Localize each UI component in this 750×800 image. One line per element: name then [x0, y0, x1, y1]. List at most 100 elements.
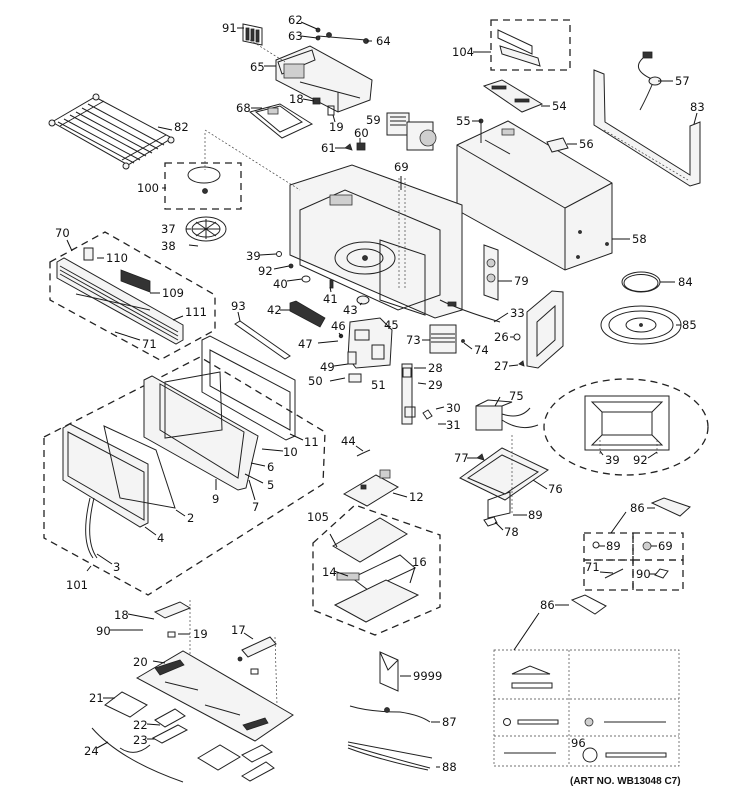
callout-76[interactable]: 76	[548, 482, 563, 496]
callout-16[interactable]: 16	[412, 555, 427, 569]
callout-12[interactable]: 12	[409, 490, 424, 504]
callout-88[interactable]: 88	[442, 760, 457, 774]
wire-harness-parts-87-88[interactable]	[347, 705, 433, 771]
callout-79[interactable]: 79	[514, 274, 529, 288]
magnetron-part-73[interactable]	[429, 324, 465, 354]
side-panel-parts-26-27[interactable]	[513, 290, 564, 369]
callout-89-base[interactable]: 89	[528, 508, 543, 522]
callout-55[interactable]: 55	[456, 114, 471, 128]
callout-69-kit[interactable]: 69	[658, 539, 673, 553]
callout-71-kit[interactable]: 71	[585, 560, 600, 574]
callout-90-kit[interactable]: 90	[636, 567, 651, 581]
wire-harness-part-24[interactable]	[91, 727, 184, 783]
small-parts-60-61[interactable]	[344, 142, 366, 151]
mounting-plate-part-83[interactable]	[593, 69, 701, 187]
callout-30[interactable]: 30	[446, 401, 461, 415]
light-assembly-part-105[interactable]	[312, 504, 441, 636]
callout-5[interactable]: 5	[267, 478, 274, 492]
fan-motor-part-59[interactable]	[386, 112, 437, 151]
callout-96[interactable]: 96	[571, 736, 586, 750]
callout-82[interactable]: 82	[174, 120, 189, 134]
callout-9999[interactable]: 9999	[413, 669, 442, 683]
callout-24[interactable]: 24	[84, 744, 99, 758]
turntable-tray-part-85[interactable]	[600, 305, 682, 345]
callout-26[interactable]: 26	[494, 330, 509, 344]
callout-110[interactable]: 110	[106, 251, 128, 265]
callout-47[interactable]: 47	[298, 337, 313, 351]
callout-40[interactable]: 40	[273, 277, 288, 291]
lamp-socket-part-17[interactable]	[237, 636, 278, 706]
callout-101[interactable]: 101	[66, 578, 88, 592]
stirrer-ring-part-84[interactable]	[621, 271, 661, 293]
callout-90-bottom[interactable]: 90	[96, 624, 111, 638]
door-seal-part-93[interactable]	[234, 320, 291, 360]
stirrer-parts-37-38[interactable]	[185, 216, 227, 242]
callout-33[interactable]: 33	[510, 306, 525, 320]
callout-39-main[interactable]: 39	[246, 249, 261, 263]
callout-61[interactable]: 61	[321, 141, 336, 155]
bottom-vent-part-20[interactable]	[135, 600, 294, 742]
callout-46[interactable]: 46	[331, 319, 346, 333]
callout-56[interactable]: 56	[579, 137, 594, 151]
vent-part-42[interactable]	[289, 300, 326, 328]
transformer-part-75[interactable]	[475, 399, 539, 431]
callout-78[interactable]: 78	[504, 525, 519, 539]
interlock-switch-parts-28-31[interactable]	[401, 363, 433, 425]
callout-74[interactable]: 74	[474, 343, 489, 357]
callout-4[interactable]: 4	[157, 531, 164, 545]
callout-50[interactable]: 50	[308, 374, 323, 388]
callout-86-kit[interactable]: 86	[630, 501, 645, 515]
callout-9[interactable]: 9	[212, 492, 219, 506]
callout-51[interactable]: 51	[371, 378, 386, 392]
callout-69-top[interactable]: 69	[394, 160, 409, 174]
callout-31[interactable]: 31	[446, 418, 461, 432]
callout-7[interactable]: 7	[252, 500, 259, 514]
callout-65[interactable]: 65	[250, 60, 265, 74]
callout-14[interactable]: 14	[322, 565, 337, 579]
callout-85[interactable]: 85	[682, 318, 697, 332]
callout-104[interactable]: 104	[452, 45, 474, 59]
callout-29[interactable]: 29	[428, 378, 443, 392]
damper-part-54[interactable]	[482, 79, 544, 113]
power-cord-part-57[interactable]	[637, 51, 662, 111]
callout-87[interactable]: 87	[442, 715, 457, 729]
callout-18-top[interactable]: 18	[289, 92, 304, 106]
callout-91[interactable]: 91	[222, 21, 237, 35]
callout-41[interactable]: 41	[323, 292, 338, 306]
callout-83[interactable]: 83	[690, 100, 705, 114]
waveguide-part-79[interactable]	[483, 244, 499, 301]
callout-11[interactable]: 11	[304, 435, 319, 449]
fan-duct-assembly-part-65[interactable]	[249, 39, 373, 113]
callout-58[interactable]: 58	[632, 232, 647, 246]
callout-44[interactable]: 44	[341, 434, 356, 448]
stirrer-cover-part-100[interactable]	[164, 133, 242, 210]
callout-73[interactable]: 73	[406, 333, 421, 347]
callout-60[interactable]: 60	[354, 126, 369, 140]
callout-6[interactable]: 6	[267, 460, 274, 474]
callout-71-panel[interactable]: 71	[142, 337, 157, 351]
callout-37[interactable]: 37	[161, 222, 176, 236]
callout-19-bottom[interactable]: 19	[193, 627, 208, 641]
callout-18-bottom[interactable]: 18	[114, 608, 129, 622]
callout-54[interactable]: 54	[552, 99, 567, 113]
callout-77[interactable]: 77	[454, 451, 469, 465]
callout-84[interactable]: 84	[678, 275, 693, 289]
small-parts-46-47-49-50-51[interactable]	[338, 333, 362, 383]
callout-45[interactable]: 45	[384, 318, 399, 332]
callout-62[interactable]: 62	[288, 13, 303, 27]
callout-19-top[interactable]: 19	[329, 120, 344, 134]
callout-59[interactable]: 59	[366, 113, 381, 127]
thermal-cutout-parts-62-63-64[interactable]	[315, 27, 369, 44]
callout-100[interactable]: 100	[137, 181, 159, 195]
screw-kit-table-part-86[interactable]	[493, 594, 680, 767]
callout-21[interactable]: 21	[89, 691, 104, 705]
door-assembly-part-101[interactable]	[43, 335, 326, 596]
callout-39-inset[interactable]: 39	[605, 453, 620, 467]
callout-57[interactable]: 57	[675, 74, 690, 88]
filter-part-68[interactable]	[248, 103, 314, 139]
callout-63[interactable]: 63	[288, 29, 303, 43]
duct-kit-part-104[interactable]	[490, 19, 571, 71]
hardware-kit-part-86[interactable]	[583, 497, 691, 591]
pcb-part-12[interactable]	[342, 469, 399, 507]
bracket-part-56[interactable]	[546, 137, 569, 153]
